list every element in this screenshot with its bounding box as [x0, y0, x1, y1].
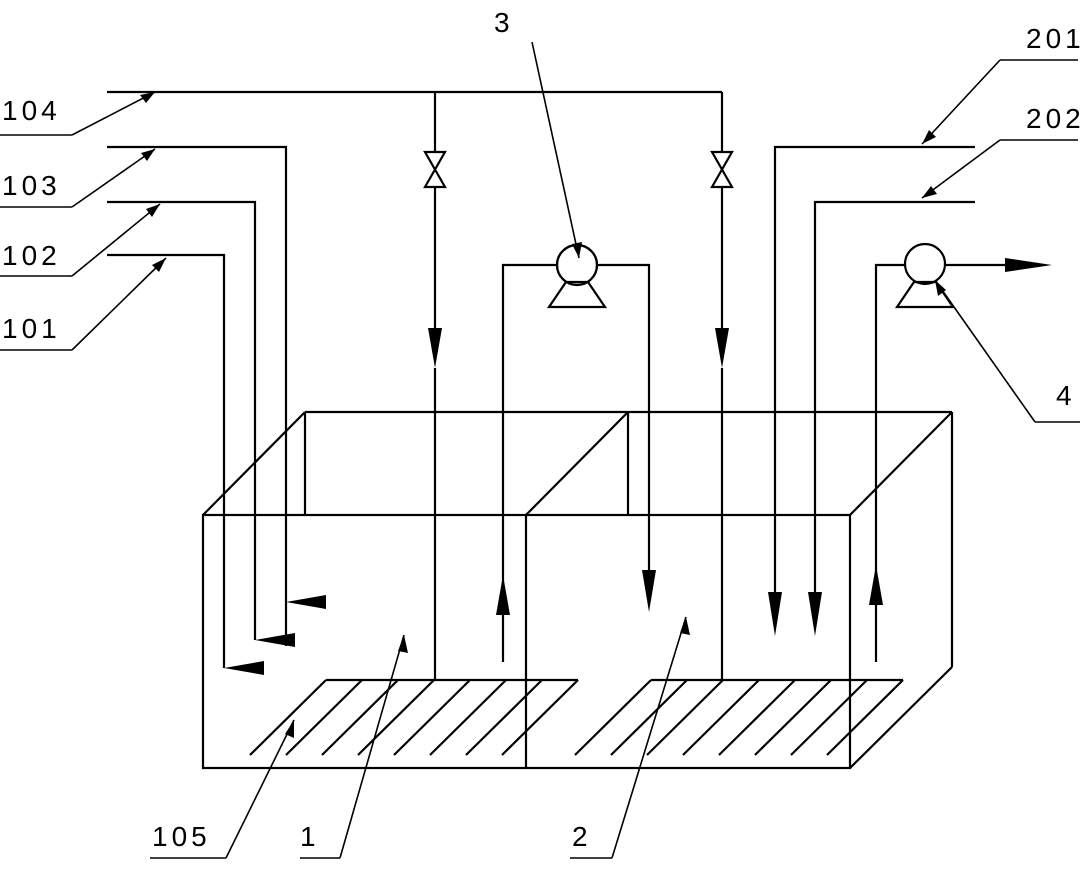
pipe-101: [107, 253, 264, 675]
aeration-plate-2: [574, 678, 904, 756]
tank-edge-top-right: [849, 411, 953, 516]
pipe-201: [768, 145, 975, 636]
discharge-pipe: [869, 258, 1052, 662]
label-201: 201: [1026, 23, 1080, 54]
pump-3-icon: [546, 243, 608, 309]
valve-1: [423, 150, 447, 189]
label-2: 2: [572, 821, 592, 852]
air-branch-2: [715, 92, 729, 680]
valve-2: [710, 150, 734, 189]
label-102: 102: [2, 240, 61, 271]
transfer-pipe: [496, 263, 656, 662]
pump-4-icon: [894, 242, 956, 309]
label-4: 4: [1056, 380, 1076, 411]
label-104: 104: [2, 95, 61, 126]
leader-lines: [0, 41, 1080, 859]
label-3: 3: [494, 7, 514, 38]
air-branch-1: [428, 92, 442, 680]
tank-box: [201, 410, 954, 770]
pipe-102: [107, 200, 295, 647]
tank-edge-bottom-right: [849, 666, 953, 769]
aeration-plate-1: [249, 678, 579, 756]
label-105: 105: [152, 821, 211, 852]
label-103: 103: [2, 170, 61, 201]
pipe-202: [808, 200, 975, 636]
label-101: 101: [2, 313, 61, 344]
label-1: 1: [300, 821, 320, 852]
pipe-103: [107, 145, 326, 646]
label-202: 202: [1026, 103, 1080, 134]
partition-top: [525, 411, 629, 516]
